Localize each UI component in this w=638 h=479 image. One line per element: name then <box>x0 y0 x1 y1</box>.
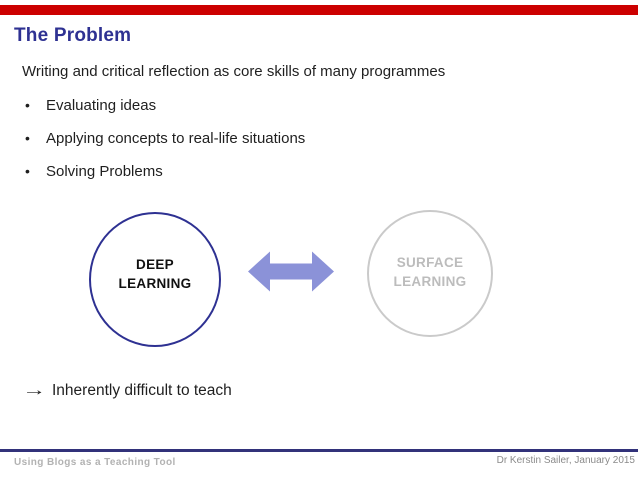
surface-learning-circle: SURFACE LEARNING <box>367 210 493 337</box>
bullet-icon: • <box>25 163 30 179</box>
bullet-item: • Evaluating ideas <box>25 97 585 114</box>
deep-line2: LEARNING <box>118 275 192 291</box>
intro-text: Writing and critical reflection as core … <box>22 63 446 80</box>
footer-divider-line <box>0 449 638 452</box>
bullet-text: Applying concepts to real-life situation… <box>46 130 306 147</box>
slide-title: The Problem <box>14 25 132 46</box>
surface-line2: LEARNING <box>393 273 467 289</box>
double-arrow-icon <box>247 250 335 293</box>
footer-presentation-title: Using Blogs as a Teaching Tool <box>14 457 176 468</box>
deep-learning-label: DEEP LEARNING <box>119 255 192 293</box>
footer-author-date: Dr Kerstin Sailer, January 2015 <box>496 455 635 466</box>
top-accent-bar <box>0 5 638 15</box>
bullet-icon: • <box>25 130 30 146</box>
bullet-icon: • <box>25 97 30 113</box>
deep-learning-circle: DEEP LEARNING <box>89 212 221 347</box>
bullet-item: • Applying concepts to real-life situati… <box>25 130 585 147</box>
deep-line1: DEEP <box>136 256 174 272</box>
bullet-text: Evaluating ideas <box>46 97 157 114</box>
right-arrow-icon: → <box>22 382 46 399</box>
bullet-item: • Solving Problems <box>25 163 585 180</box>
conclusion-text: Inherently difficult to teach <box>52 382 232 399</box>
surface-line1: SURFACE <box>396 254 464 270</box>
conclusion-line: → Inherently difficult to teach <box>22 382 232 400</box>
surface-learning-label: SURFACE LEARNING <box>394 253 467 291</box>
bullet-text: Solving Problems <box>46 163 163 180</box>
